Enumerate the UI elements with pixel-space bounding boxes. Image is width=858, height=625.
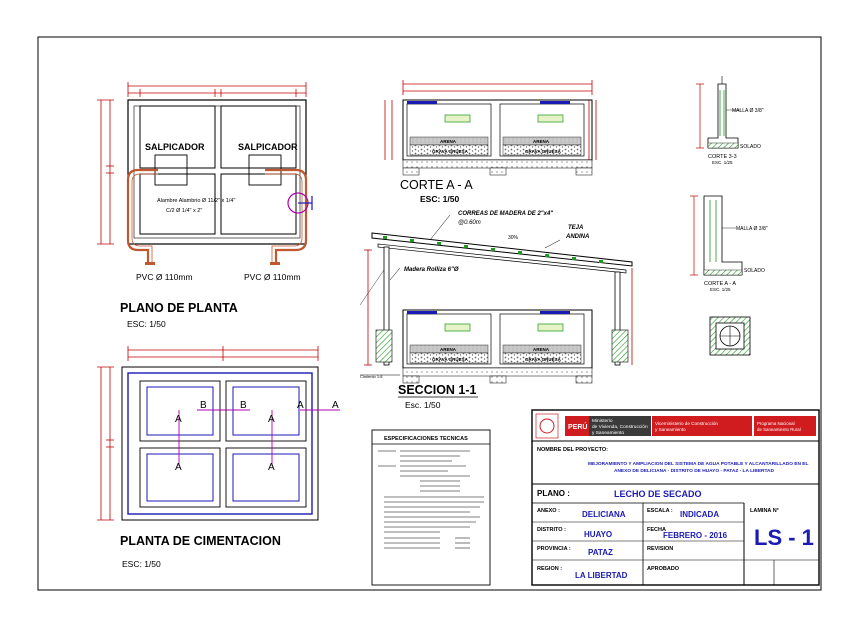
foundation-mark-a1: A	[175, 414, 182, 425]
plano-label: PLANO :	[537, 489, 570, 498]
foundation-scale: ESC: 1/50	[122, 559, 161, 569]
cut-aa-view	[384, 80, 597, 176]
section-gravel-2: GRAVA GRUESA	[525, 357, 562, 362]
foundation-mark-b1: B	[200, 400, 207, 411]
escala-value: INDICADA	[680, 510, 719, 519]
cut-aa-label-sand-1: ARENA	[440, 139, 457, 144]
distrito-value: HUAYO	[584, 530, 612, 539]
specs-title: ESPECIFICACIONES TECNICAS	[384, 436, 468, 442]
ministry-name-1: Ministerio	[592, 418, 613, 424]
project-label: NOMBRE DEL PROYECTO:	[537, 447, 608, 453]
provincia-label: PROVINCIA :	[537, 546, 571, 552]
pvc-left-label: PVC Ø 110mm	[136, 272, 193, 282]
detail2-label: CORTE A - A	[704, 281, 736, 287]
ground-note: Cimiento 1:8	[360, 374, 383, 379]
roof-note: TEJA	[568, 225, 583, 231]
vice-ministry-2: y Saneamiento	[655, 427, 686, 432]
roof-note-2: ANDINA	[565, 234, 589, 240]
cut-aa-label-gravel-2: GRAVA GRUESA	[525, 149, 562, 154]
section-sand-2: ARENA	[533, 347, 550, 352]
detail2-base-note: SOLADO	[744, 268, 765, 274]
foundation-mark-a3: A	[332, 400, 339, 411]
wire-note-2: C/2 Ø 1/4" x 2"	[166, 208, 202, 214]
foundation-mark-b2: B	[240, 400, 247, 411]
roof-slope: 30%	[508, 235, 519, 241]
region-value: LA LIBERTAD	[575, 571, 628, 580]
purlin-note: CORREAS DE MADERA DE 2"x4"	[458, 211, 553, 217]
detail1-base-note: SOLADO	[740, 144, 761, 150]
anexo-value: DELICIANA	[582, 510, 626, 519]
title-block	[531, 409, 820, 586]
cut-aa-label-sand-2: ARENA	[533, 139, 550, 144]
fecha-label: FECHA	[647, 527, 666, 533]
plan-title: PLANO DE PLANTA	[120, 301, 238, 315]
provincia-value: PATAZ	[588, 548, 613, 557]
region-label: REGION :	[537, 566, 562, 572]
plan-scale: ESC: 1/50	[127, 319, 166, 329]
foundation-mark-a4: A	[268, 414, 275, 425]
section-sand-1: ARENA	[440, 347, 457, 352]
section-gravel-1: GRAVA GRUESA	[432, 357, 469, 362]
detail1-mesh-note: MALLA Ø 3/8"	[732, 108, 764, 114]
foundation-title: PLANTA DE CIMENTACION	[120, 534, 281, 548]
ministry-name-2: de Vivienda, Construcción	[592, 424, 648, 430]
post-note: Madera Rolliza 6"Ø	[404, 267, 459, 273]
lamina-value: LS - 1	[754, 525, 814, 550]
project-name-1: MEJORAMIENTO Y AMPLIACION DEL SISTEMA DE…	[588, 461, 808, 467]
purlin-note-2: @0.60m	[458, 220, 481, 226]
detail2-mesh-note: MALLA Ø 3/8"	[736, 226, 768, 232]
aprobado-label: APROBADO	[647, 566, 680, 572]
lamina-label: LAMINA N°	[750, 508, 779, 514]
vice-ministry-1: Viceministerio de Construcción	[655, 421, 718, 426]
ministry-name-3: y Saneamiento	[592, 430, 624, 436]
pvc-right-label: PVC Ø 110mm	[244, 272, 301, 282]
foundation-mark-a2: A	[297, 400, 304, 411]
specs-box	[371, 429, 491, 586]
sheet-border	[37, 36, 822, 591]
section-11-view	[359, 214, 633, 384]
detail1-scale: ESC. 1/25	[712, 160, 733, 165]
cut-aa-title: CORTE A - A	[400, 178, 473, 192]
cut-aa-label-gravel-1: GRAVA GRUESA	[432, 149, 469, 154]
wall-details	[690, 76, 751, 356]
wire-note: Alambre Alambrio Ø 11/2" x 1/4"	[157, 198, 235, 204]
distrito-label: DISTRITO :	[537, 527, 566, 533]
section-title: SECCION 1-1	[398, 383, 477, 397]
revision-label: REVISION	[647, 546, 673, 552]
cut-aa-scale: ESC: 1/50	[420, 194, 459, 204]
anexo-label: ANEXO :	[537, 508, 560, 514]
salpicador-left-label: SALPICADOR	[145, 142, 205, 152]
plan-view	[97, 82, 313, 265]
fecha-value: FEBRERO - 2016	[663, 531, 728, 540]
foundation-mark-a6: A	[268, 462, 275, 473]
detail1-label: CORTE 3-3	[708, 154, 737, 160]
foundation-view	[97, 346, 340, 521]
detail2-scale: ESC. 1/25	[710, 287, 731, 292]
program-1: Programa Nacional	[757, 421, 795, 426]
foundation-mark-a5: A	[175, 462, 182, 473]
section-scale: Esc. 1/50	[405, 400, 441, 410]
salpicador-right-label: SALPICADOR	[238, 142, 298, 152]
project-name-2: ANEXO DE DELICIANA - DISTRITO DE HUAYO -…	[614, 468, 775, 474]
plano-value: LECHO DE SECADO	[614, 489, 702, 499]
program-2: de Saneamiento Rural	[757, 427, 801, 432]
escala-label: ESCALA :	[647, 508, 673, 514]
ministry-logo: PERÚ	[568, 422, 587, 431]
